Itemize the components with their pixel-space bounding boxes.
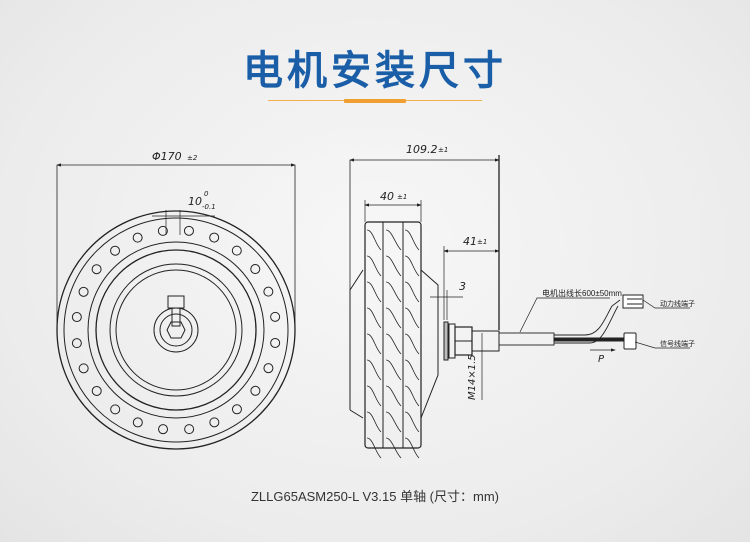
title-divider-accent [344, 99, 406, 103]
bolt-hole [110, 404, 121, 415]
tire-tread [404, 307, 420, 329]
tire-tread [385, 281, 402, 303]
tire-tread [366, 359, 382, 381]
front-view: Φ170 ±2 10 0 -0.1 [56, 150, 296, 450]
bolt-hole [71, 338, 82, 349]
tire-tread [366, 281, 382, 303]
bolt-hole [78, 363, 89, 374]
tire-tread [366, 333, 382, 355]
thread-label: M14×1.5 [467, 354, 478, 400]
bolt-hole [132, 232, 143, 243]
bolt-hole [263, 286, 274, 297]
gap-label: 3 [459, 280, 466, 293]
tire-tread [366, 411, 382, 433]
power-terminal-label: 动力线端子 [660, 299, 695, 308]
tire-tread [404, 411, 420, 433]
bolt-hole [132, 417, 143, 428]
tire-tread [366, 437, 382, 459]
shaft-tol-upper: 0 [204, 190, 209, 198]
bolt-hole [263, 363, 274, 374]
tire-tread [385, 359, 402, 381]
tire-tread [404, 437, 420, 459]
tire-tread [404, 281, 420, 303]
bolt-hole [209, 232, 220, 243]
shaft-tol-lower: -0.1 [202, 203, 216, 211]
tire-tread [404, 385, 420, 407]
tire-tread [366, 307, 382, 329]
tire-width-tol: ±1 [397, 193, 407, 201]
direction-label: P [598, 354, 605, 365]
tire-tread [385, 385, 402, 407]
diameter-label: Φ170 [152, 150, 182, 163]
tire-tread [385, 255, 402, 277]
bolt-hole [209, 417, 220, 428]
tire-tread [404, 255, 420, 277]
bolt-hole [91, 385, 102, 396]
tire-tread [385, 229, 402, 251]
bolt-hole [231, 404, 242, 415]
tire-width-label: 40 [380, 190, 394, 203]
bolt-hole [78, 286, 89, 297]
tire-tread [385, 333, 402, 355]
bolt-hole [270, 337, 281, 348]
signal-terminal-label: 信号线端子 [660, 339, 695, 348]
bolt-hole [250, 264, 261, 275]
diameter-tolerance: ±2 [187, 154, 198, 162]
side-view: 109.2 ±1 40 ±1 41 ±1 3 M14×1.5 [349, 143, 695, 459]
bolt-hole [270, 311, 281, 322]
model-caption: ZLLG65ASM250-L V3.15 单轴 (尺寸：mm) [250, 489, 500, 504]
tire-tread [404, 333, 420, 355]
tire-tread [404, 359, 420, 381]
bolt-hole [71, 312, 82, 323]
bolt-hole [91, 264, 102, 275]
bolt-hole [184, 424, 195, 435]
tire-tread [366, 229, 382, 251]
bolt-hole [157, 225, 168, 236]
tire-tread [385, 307, 402, 329]
bolt-hole [158, 424, 169, 435]
tire-tread [366, 385, 382, 407]
bolt-hole [231, 245, 242, 256]
shaft-width-label: 10 [188, 195, 202, 208]
tire-tread [404, 229, 420, 251]
overall-width-tol: ±1 [438, 146, 448, 154]
bolt-hole [250, 385, 261, 396]
shaft-length-tol: ±1 [477, 238, 487, 246]
tire-tread [385, 411, 402, 433]
tire-tread [385, 437, 402, 459]
shaft-length-label: 41 [463, 235, 477, 248]
bolt-hole [183, 225, 194, 236]
page-title: 电机安装尺寸 [243, 48, 507, 94]
tire-tread [366, 255, 382, 277]
overall-width-label: 109.2 [406, 143, 438, 156]
cable-length-label: 电机出线长600±50mm [542, 288, 622, 298]
bolt-hole [110, 245, 121, 256]
